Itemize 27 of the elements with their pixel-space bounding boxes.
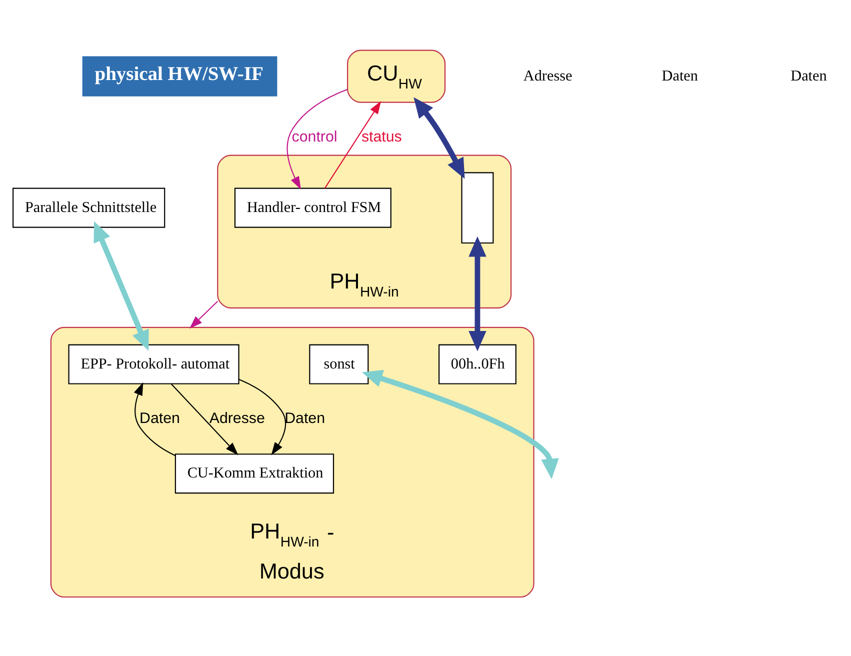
arrow [170, 384, 238, 456]
arrow [468, 236, 486, 352]
arrow [189, 300, 218, 329]
arrow [94, 221, 149, 351]
node-box: sonst [309, 344, 369, 384]
label: Daten [662, 67, 698, 84]
node-box: 00h..0Fh [438, 344, 516, 384]
node-box [461, 172, 494, 244]
node-box: CU-Komm Extraktion [174, 454, 334, 494]
node-box: Handler- control FSM [234, 188, 392, 228]
label: Adresse [523, 67, 572, 84]
arrow [414, 97, 465, 179]
edge-label: control [292, 128, 338, 146]
node-box: Parallele Schnittstelle [12, 188, 166, 228]
arrow [324, 100, 382, 188]
label: Daten [790, 67, 827, 84]
node-box: EPP- Protokoll- automat [68, 344, 240, 384]
arrow [362, 370, 559, 480]
edge-label: Daten [284, 410, 325, 427]
arrow [286, 88, 348, 190]
node-box: physical HW/SW-IF [82, 56, 278, 96]
arrow [238, 378, 286, 456]
node-box: CU$_{HW}$ [347, 50, 446, 103]
arrow [134, 382, 176, 456]
edge-label: Daten [140, 410, 180, 427]
edge-label: status [361, 128, 402, 146]
edge-label: Adresse [209, 410, 265, 427]
